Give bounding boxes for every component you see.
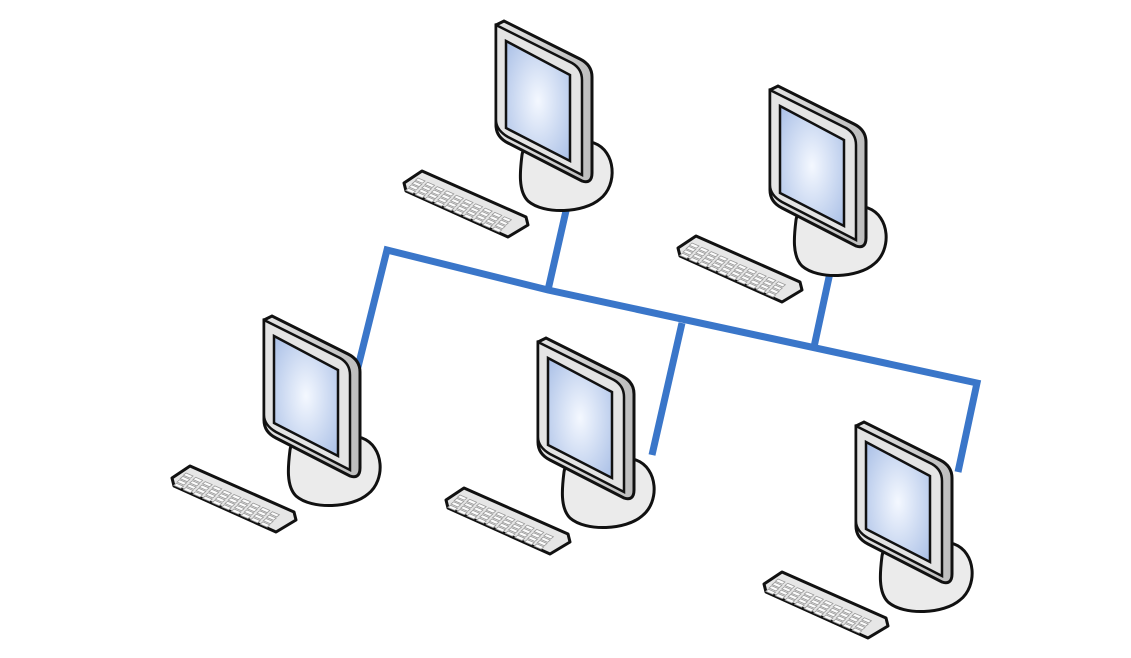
workstation-top-right (676, 84, 888, 304)
desktop-computer-icon (170, 314, 382, 534)
drop-top-right (810, 267, 835, 348)
network-bus-cable (354, 201, 982, 473)
workstation-top-center (402, 19, 614, 239)
keyboard-icon (444, 486, 572, 556)
desktop-computer-icon (402, 19, 614, 239)
monitor-screen (864, 439, 932, 565)
monitor-screen (504, 38, 572, 164)
monitor-screen (272, 333, 340, 459)
workstations-group (170, 19, 974, 640)
desktop-computer-icon (676, 84, 888, 304)
keyboard-icon (170, 464, 298, 534)
keyboard-icon (762, 570, 890, 640)
monitor-screen (546, 355, 614, 481)
workstation-bottom-left (170, 314, 382, 534)
workstation-bottom-right (762, 420, 974, 640)
drop-top-center (544, 201, 572, 291)
desktop-computer-icon (444, 336, 656, 556)
desktop-computer-icon (762, 420, 974, 640)
keyboard-icon (676, 234, 804, 304)
keyboard-icon (402, 169, 530, 239)
workstation-bottom-center (444, 336, 656, 556)
drop-bottom-center (648, 322, 686, 456)
monitor-screen (778, 103, 846, 229)
